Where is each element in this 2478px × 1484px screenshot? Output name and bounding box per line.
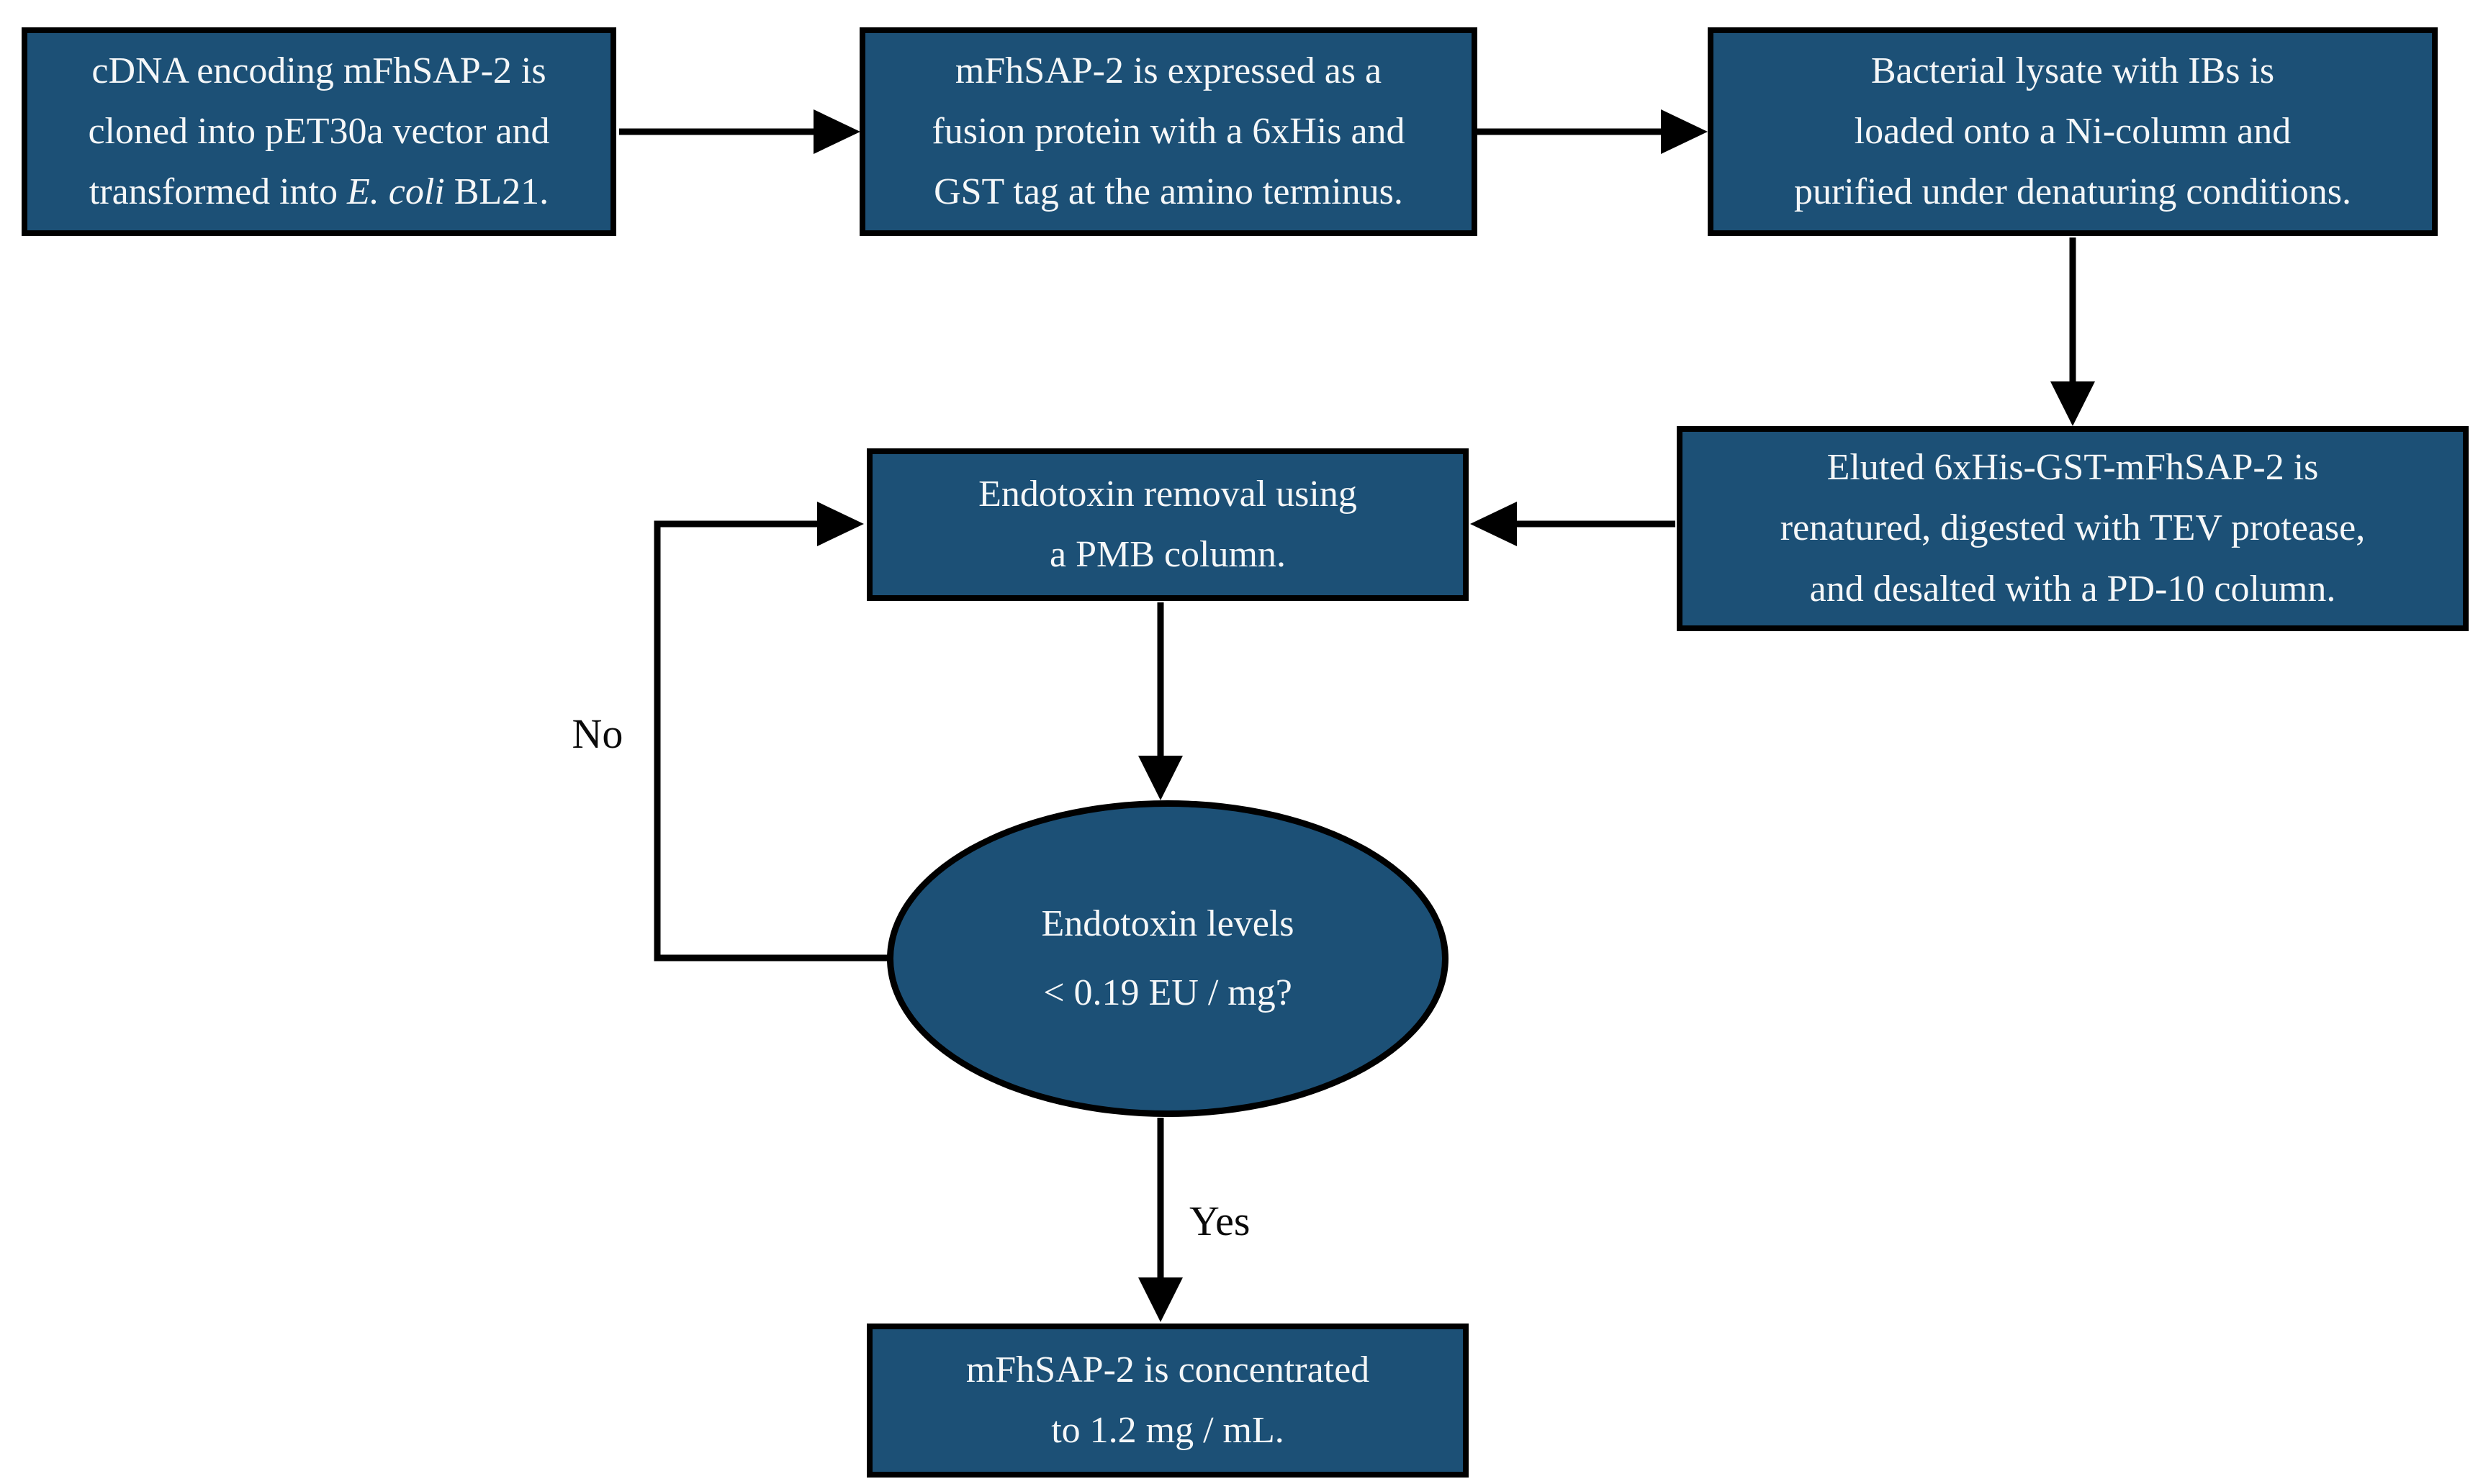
node-text-line: a PMB column. — [1050, 534, 1286, 575]
node-text-line: cDNA encoding mFhSAP-2 is — [91, 50, 546, 91]
node-text-line: fusion protein with a 6xHis and — [932, 110, 1405, 152]
node-text-line: mFhSAP-2 is expressed as a — [955, 50, 1382, 91]
node-text-line: GST tag at the amino terminus. — [934, 171, 1403, 213]
arrow-decision-yes-to-concentrated — [1138, 1118, 1183, 1322]
node-text-line: and desalted with a PD-10 column. — [1809, 568, 2336, 610]
node-lysate-ni-column: Bacterial lysate with IBs is loaded onto… — [1708, 27, 2438, 236]
node-text-line: transformed into E. coli BL21. — [89, 162, 549, 222]
arrow-eluted-to-pmb — [1470, 502, 1675, 546]
label-yes: Yes — [1189, 1198, 1251, 1244]
node-text-line: Eluted 6xHis-GST-mFhSAP-2 is — [1826, 447, 2319, 489]
label-no: No — [572, 710, 623, 757]
node-fusion-expression: mFhSAP-2 is expressed as a fusion protei… — [860, 27, 1477, 236]
node-text-line: Bacterial lysate with IBs is — [1870, 50, 2275, 91]
node-text-line: cloned into pET30a vector and — [88, 110, 550, 152]
arrow-decision-no-loop-to-pmb — [654, 502, 891, 962]
node-endotoxin-level-decision: Endotoxin levels < 0.19 EU / mg? — [887, 800, 1448, 1117]
node-eluted-renatured-desalted: Eluted 6xHis-GST-mFhSAP-2 is renatured, … — [1677, 426, 2469, 631]
node-text-line: purified under denaturing conditions. — [1793, 171, 2352, 213]
node-endotoxin-removal: Endotoxin removal using a PMB column. — [867, 448, 1469, 601]
node-text-line: Endotoxin levels — [1041, 902, 1294, 944]
node-text-segment: transformed into — [89, 171, 347, 213]
node-text-line: to 1.2 mg / mL. — [1051, 1410, 1284, 1451]
node-text-line: renatured, digested with TEV protease, — [1780, 507, 2366, 549]
node-text-line: Endotoxin removal using — [978, 473, 1357, 515]
node-text-segment: BL21. — [444, 171, 549, 213]
arrow-lysate-to-eluted — [2050, 237, 2095, 426]
arrow-pmb-to-decision — [1138, 602, 1183, 800]
node-final-concentration: mFhSAP-2 is concentrated to 1.2 mg / mL. — [867, 1324, 1469, 1478]
arrow-cloning-to-expression — [619, 109, 860, 154]
node-text-line: < 0.19 EU / mg? — [1043, 972, 1292, 1013]
node-cdna-cloning: cDNA encoding mFhSAP-2 is cloned into pE… — [22, 27, 616, 236]
arrow-expression-to-lysate — [1477, 109, 1708, 154]
node-text-line: mFhSAP-2 is concentrated — [965, 1349, 1370, 1390]
species-name-italic: E. coli — [346, 171, 445, 213]
node-text-line: loaded onto a Ni-column and — [1854, 110, 2292, 152]
